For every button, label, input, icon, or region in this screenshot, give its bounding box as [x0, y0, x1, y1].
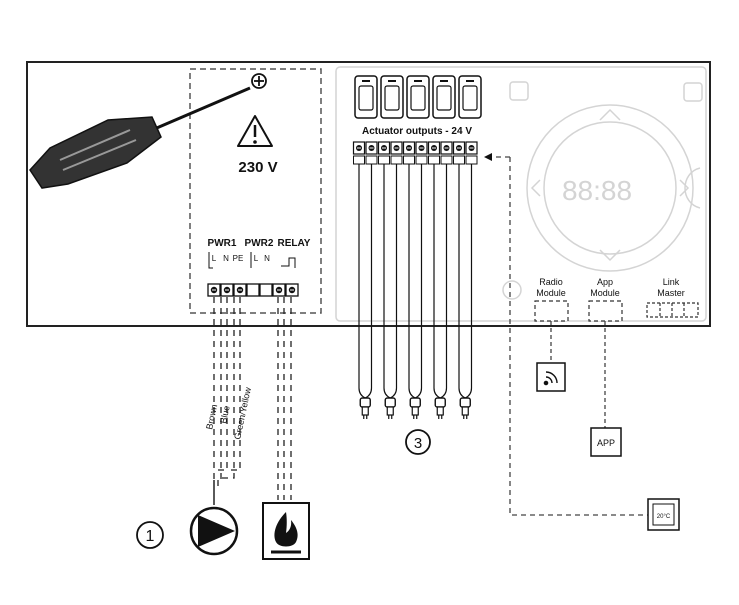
- actuator-icon: [432, 75, 456, 119]
- radio-module-label-2: Module: [536, 288, 566, 298]
- pump-icon: [189, 506, 239, 556]
- actuator-cable: [433, 164, 448, 399]
- actuator-plug-icon: [359, 397, 371, 419]
- pwr2-label: PWR2: [245, 238, 274, 249]
- actuator-terminal-pin: [390, 141, 403, 165]
- callout-1-label: 1: [146, 528, 155, 545]
- pwr1-label: PWR1: [208, 238, 237, 249]
- actuator-icon: [458, 75, 482, 119]
- relay-label: RELAY: [278, 238, 311, 249]
- callout-1-circle: [136, 521, 164, 549]
- thermostat-link-line: [488, 156, 648, 516]
- wifi-signal-icon: [543, 371, 558, 386]
- terminal-pin: [246, 283, 260, 297]
- screw-icon: [251, 73, 267, 89]
- actuator-terminal-pin: [377, 141, 391, 165]
- actuator-terminal-pin: [440, 141, 453, 165]
- actuator-terminal-pin: [465, 141, 478, 165]
- radio-module-socket: [534, 300, 569, 322]
- actuator-icon: [406, 75, 430, 119]
- actuator-plug-icon: [434, 397, 446, 419]
- warning-icon: [237, 115, 273, 147]
- actuator-terminal-pin: [452, 141, 466, 165]
- actuator-icon: [354, 75, 378, 119]
- boiler-flame-icon: [262, 502, 310, 560]
- terminal-pin: [233, 283, 247, 297]
- callout-3-label: 3: [414, 435, 422, 452]
- actuator-terminal-pin: [415, 141, 428, 165]
- app-module-label-2: Module: [590, 288, 620, 298]
- pin-brackets: [208, 252, 296, 269]
- actuator-terminal-pin: [427, 141, 441, 165]
- app-module-label-1: App: [597, 277, 613, 287]
- screwdriver-icon: [29, 86, 251, 189]
- actuator-cable: [383, 164, 398, 399]
- pwr2-pin-n: N: [264, 254, 270, 263]
- app-device-box: [590, 427, 622, 457]
- terminal-pin: [207, 283, 221, 297]
- actuator-terminal-pin: [402, 141, 416, 165]
- arrow-icon: [484, 153, 492, 161]
- actuator-icon: [380, 75, 404, 119]
- actuator-icons: [354, 75, 482, 119]
- terminal-pin: [272, 283, 286, 297]
- actuator-plug-icon: [459, 397, 471, 419]
- thermostat-icon: [647, 498, 680, 531]
- terminal-pin: [285, 283, 299, 297]
- high-voltage-zone: [189, 68, 322, 314]
- actuator-plug-icon: [409, 397, 421, 419]
- terminal-pin: [220, 283, 234, 297]
- link-master-label-1: Link: [663, 277, 680, 287]
- callout-3-circle: [405, 429, 431, 455]
- actuator-terminal-pin: [352, 141, 366, 165]
- actuator-terminal-pin: [365, 141, 378, 165]
- radio-device-box: [536, 362, 566, 392]
- controller-housing: [26, 61, 711, 327]
- voltage-label: 230 V: [238, 159, 277, 176]
- link-master-label-2: Master: [657, 288, 685, 298]
- pwr1-pin-pe: PE: [233, 254, 244, 263]
- actuator-plug-icon: [384, 397, 396, 419]
- app-module-socket: [588, 300, 623, 322]
- terminal-pin: [259, 283, 273, 297]
- mains-wires: [213, 297, 292, 500]
- actuator-terminal-block: [352, 141, 478, 165]
- radio-module-label-1: Radio: [539, 277, 563, 287]
- actuator-cables: [358, 164, 473, 419]
- wire-label-green-yellow: Green/Yellow: [232, 386, 253, 441]
- actuator-cable: [458, 164, 473, 399]
- thermostat-temp-label: 20°C: [657, 514, 671, 520]
- actuator-cable: [408, 164, 423, 399]
- app-device-label: APP: [597, 438, 615, 448]
- wire-label-brown: Brown: [204, 403, 219, 430]
- actuator-outputs-title: Actuator outputs - 24 V: [362, 126, 472, 137]
- faded-controller-details: [335, 66, 707, 322]
- actuator-cable: [358, 164, 373, 399]
- pwr1-pin-l: L: [212, 254, 217, 263]
- pwr1-pin-n: N: [223, 254, 229, 263]
- pwr2-pin-l: L: [254, 254, 259, 263]
- display-digits: 88:88: [562, 175, 632, 206]
- mains-terminal-block: [207, 283, 299, 297]
- link-master-socket: [646, 302, 699, 318]
- wire-label-blue: Blue: [218, 405, 232, 425]
